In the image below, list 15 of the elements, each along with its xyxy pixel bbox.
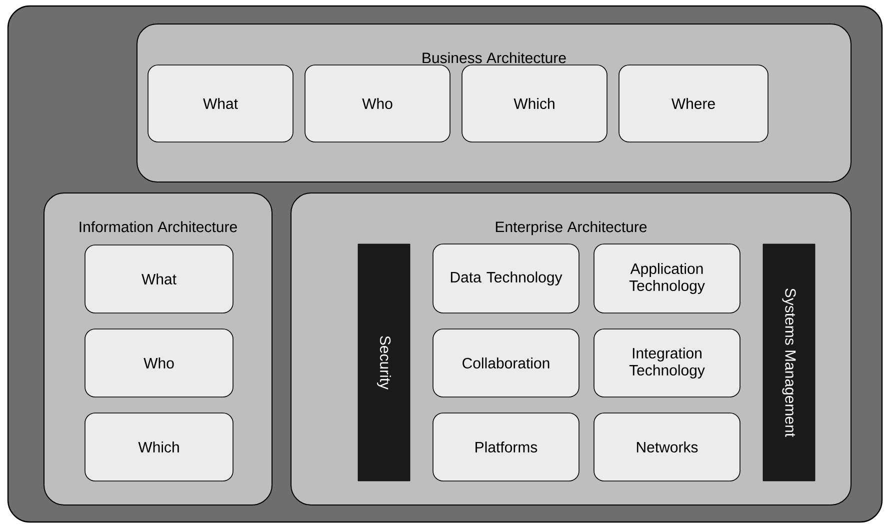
item-box: Who [304,64,450,142]
item-box: Integration Technology [594,328,740,398]
item-box: Platforms [432,412,580,482]
item-box: Where [618,64,768,142]
item-box: Application Technology [594,244,740,314]
vertical-bar: Systems Management [762,244,816,482]
item-box: What [84,244,234,314]
item-box: Networks [594,412,740,482]
item-box: Which [462,64,608,142]
item-box: Data Technology [432,244,580,314]
item-box: Who [84,328,234,398]
item-box: What [148,64,294,142]
vertical-bar: Security [358,244,410,482]
item-box: Collaboration [432,328,580,398]
item-box: Which [84,412,234,482]
